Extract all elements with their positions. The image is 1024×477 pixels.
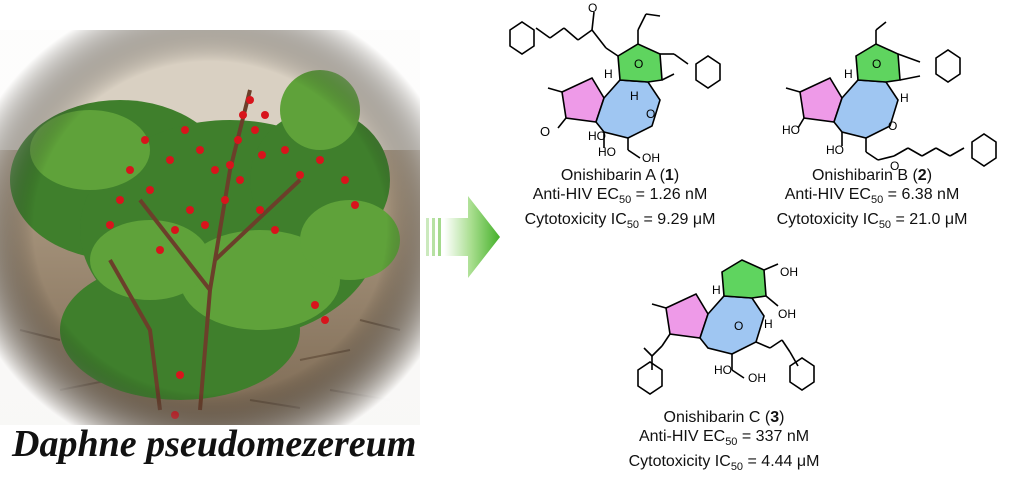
compound-title: Onishibarin A (1) <box>560 167 680 184</box>
compound-title: Onishibarin C (3) <box>663 409 785 426</box>
species-name: Daphne pseudomezereum <box>12 423 417 465</box>
compound-caption: Onishibarin A (1) Anti-HIV EC50 = 1.26 n… <box>520 166 720 235</box>
hydroxyl-label: HO <box>588 129 606 143</box>
cytotoxicity-line: Cytotoxicity IC50 = 9.29 μM <box>524 211 716 232</box>
structure-onishibarin-c: OH OH HO OH O H H <box>630 258 860 408</box>
hydrogen-label: H <box>604 67 613 81</box>
hydroxyl-label: OH <box>780 265 798 279</box>
hydroxyl-label: OH <box>748 371 766 385</box>
hydroxyl-label: HO <box>714 363 732 377</box>
hydroxyl-label: OH <box>642 151 660 165</box>
compound-caption: Onishibarin B (2) Anti-HIV EC50 = 6.38 n… <box>772 166 972 235</box>
hydrogen-label: H <box>900 91 909 105</box>
hydroxyl-label: OH <box>778 307 796 321</box>
anti-hiv-line: Anti-HIV EC50 = 337 nM <box>638 428 810 449</box>
orthoester-o-label: O <box>634 57 643 71</box>
compound-title: Onishibarin B (2) <box>811 167 933 184</box>
right-arrow-icon <box>420 192 500 282</box>
anti-hiv-line: Anti-HIV EC50 = 6.38 nM <box>784 186 960 207</box>
ether-o-label: O <box>734 319 743 333</box>
compound-caption: Onishibarin C (3) Anti-HIV EC50 = 337 nM… <box>616 408 832 477</box>
ketone-o-label: O <box>540 124 550 139</box>
hydroxyl-label: HO <box>598 145 616 159</box>
hydrogen-label: H <box>844 67 853 81</box>
ester-o-label: O <box>588 1 597 15</box>
hydrogen-label: H <box>712 283 721 297</box>
orthoester-o-label: O <box>872 57 881 71</box>
structure-onishibarin-a: O HO HO OH O O O H H <box>500 0 740 170</box>
hydroxyl-label: HO <box>782 123 800 137</box>
plant-photo <box>0 30 420 425</box>
hydrogen-label: H <box>764 317 773 331</box>
cytotoxicity-line: Cytotoxicity IC50 = 21.0 μM <box>776 211 968 232</box>
structure-onishibarin-b: HO HO O O O H H <box>760 20 1024 173</box>
hydroxyl-label: HO <box>826 143 844 157</box>
hydrogen-label: H <box>630 89 639 103</box>
ester-o-label: O <box>890 159 899 170</box>
epoxide-o-label: O <box>888 119 897 133</box>
cytotoxicity-line: Cytotoxicity IC50 = 4.44 μM <box>628 453 820 474</box>
anti-hiv-line: Anti-HIV EC50 = 1.26 nM <box>532 186 708 207</box>
epoxide-o-label: O <box>646 107 655 121</box>
